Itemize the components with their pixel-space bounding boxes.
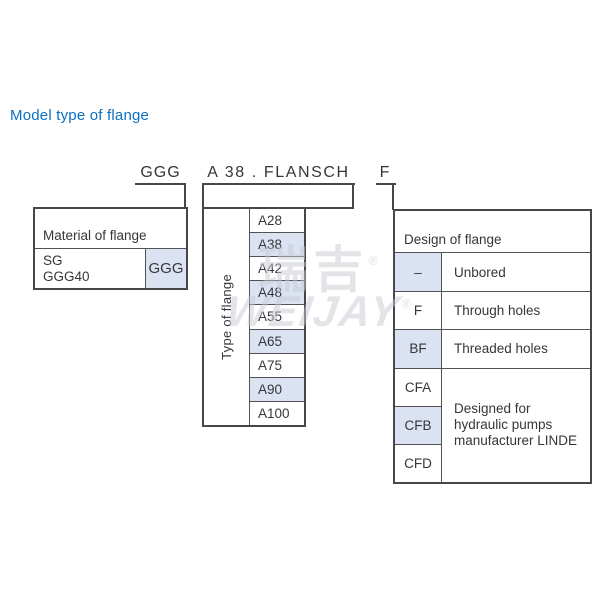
design-desc-merged-line: manufacturer LINDE <box>454 433 578 449</box>
connector-line-design <box>392 184 394 210</box>
model-code-material: GGG <box>140 164 181 181</box>
design-code-cell: CFA <box>395 367 442 406</box>
design-desc-cell: Threaded holes <box>442 329 590 367</box>
type-code-cell: A55 <box>250 304 304 328</box>
design-desc-merged-line: hydraulic pumps <box>454 417 553 433</box>
material-code-cell: GGG <box>145 249 186 288</box>
material-table-row: SG GGG40 GGG <box>35 248 186 288</box>
material-table-header: Material of flange <box>43 228 147 243</box>
design-desc-cell: Through holes <box>442 291 590 329</box>
type-code-cell: A75 <box>250 352 304 377</box>
material-name-line: GGG40 <box>43 268 90 284</box>
design-table-header: Design of flange <box>404 232 502 247</box>
type-code-cell: A38 <box>250 232 304 257</box>
type-table-side-label: Type of flange <box>219 274 234 360</box>
type-code-cell: A100 <box>250 400 304 425</box>
type-code-cell: A42 <box>250 256 304 280</box>
design-code-cell: F <box>395 291 442 330</box>
connector-line-type-left <box>202 184 204 208</box>
model-code-type: A 38 . FLANSCH <box>207 164 350 181</box>
type-table-side-label-cell: Type of flange <box>204 209 249 425</box>
registered-mark: ® <box>368 253 378 268</box>
type-code-cell: A90 <box>250 376 304 401</box>
model-code-design: F <box>379 164 391 181</box>
design-code-cell: – <box>395 253 442 292</box>
page-title: Model type of flange <box>10 107 150 124</box>
connector-line-material <box>184 184 186 208</box>
connector-line-type-right <box>352 184 354 208</box>
design-code-cell: CFB <box>395 405 442 444</box>
type-code-cell: A65 <box>250 328 304 353</box>
material-name-cell: SG GGG40 <box>35 249 145 288</box>
design-desc-merged-line: Designed for <box>454 401 531 417</box>
material-table: Material of flange SG GGG40 GGG <box>33 207 188 290</box>
type-code-cell: A48 <box>250 280 304 305</box>
underline-design-code <box>376 183 396 185</box>
type-code-cell: A28 <box>258 213 283 229</box>
material-name-line: SG <box>43 253 63 268</box>
underline-type-code <box>202 183 355 185</box>
underline-material-code <box>135 183 186 185</box>
design-code-cell: BF <box>395 329 442 368</box>
design-code-cell: CFD <box>395 443 442 482</box>
design-desc-cell: Unbored <box>454 264 506 280</box>
